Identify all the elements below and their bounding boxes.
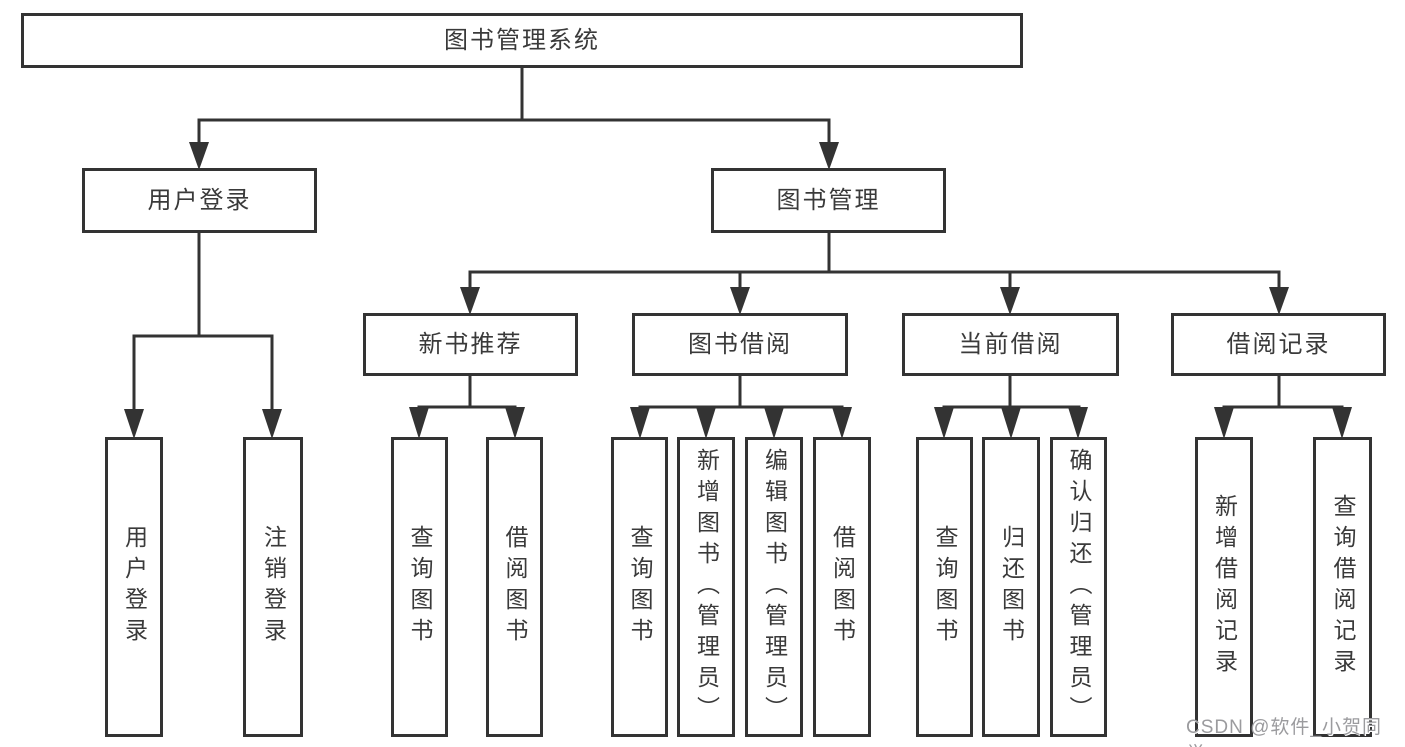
node-root: 图书管理系统 — [21, 13, 1023, 68]
arrowhead-icon — [630, 407, 650, 439]
leaf-bb-query-books: 查询图书 — [611, 437, 668, 737]
leaf-logout-login: 注销登录 — [243, 437, 303, 737]
leaf-nb-borrow-books: 借阅图书 — [486, 437, 543, 737]
arrowheads — [124, 142, 1352, 439]
leaf-bb-borrow-books: 借阅图书 — [813, 437, 871, 737]
leaf-user-login: 用户登录 — [105, 437, 163, 737]
arrowhead-icon — [262, 409, 282, 439]
leaf-br-query-record: 查询借阅记录 — [1313, 437, 1372, 737]
node-borrow-records: 借阅记录 — [1171, 313, 1386, 376]
arrowhead-icon — [764, 407, 784, 439]
leaf-cb-query-books: 查询图书 — [916, 437, 973, 737]
arrowhead-icon — [819, 142, 839, 170]
node-book-management: 图书管理 — [711, 168, 946, 233]
arrowhead-icon — [1000, 287, 1020, 315]
arrowhead-icon — [1001, 407, 1021, 439]
arrowhead-icon — [730, 287, 750, 315]
arrowhead-icon — [124, 409, 144, 439]
arrowhead-icon — [1214, 407, 1234, 439]
node-book-borrow: 图书借阅 — [632, 313, 848, 376]
leaf-bb-add-books-admin: 新增图书（管理员） — [677, 437, 735, 737]
node-new-book-recommend: 新书推荐 — [363, 313, 578, 376]
arrowhead-icon — [1269, 287, 1289, 315]
arrowhead-icon — [1068, 407, 1088, 439]
arrowhead-icon — [934, 407, 954, 439]
arrowhead-icon — [696, 407, 716, 439]
leaf-nb-query-books: 查询图书 — [391, 437, 448, 737]
leaf-cb-return-books: 归还图书 — [982, 437, 1040, 737]
leaf-cb-confirm-return-admin: 确认归还（管理员） — [1050, 437, 1107, 737]
arrowhead-icon — [505, 407, 525, 439]
arrowhead-icon — [460, 287, 480, 315]
csdn-watermark: CSDN @软件_小贺同学 — [1186, 717, 1382, 747]
arrowhead-icon — [832, 407, 852, 439]
leaf-br-add-record: 新增借阅记录 — [1195, 437, 1253, 737]
node-user-login: 用户登录 — [82, 168, 317, 233]
node-current-borrow: 当前借阅 — [902, 313, 1119, 376]
arrowhead-icon — [189, 142, 209, 170]
leaf-bb-edit-books-admin: 编辑图书（管理员） — [745, 437, 803, 737]
arrowhead-icon — [1332, 407, 1352, 439]
arrowhead-icon — [409, 407, 429, 439]
